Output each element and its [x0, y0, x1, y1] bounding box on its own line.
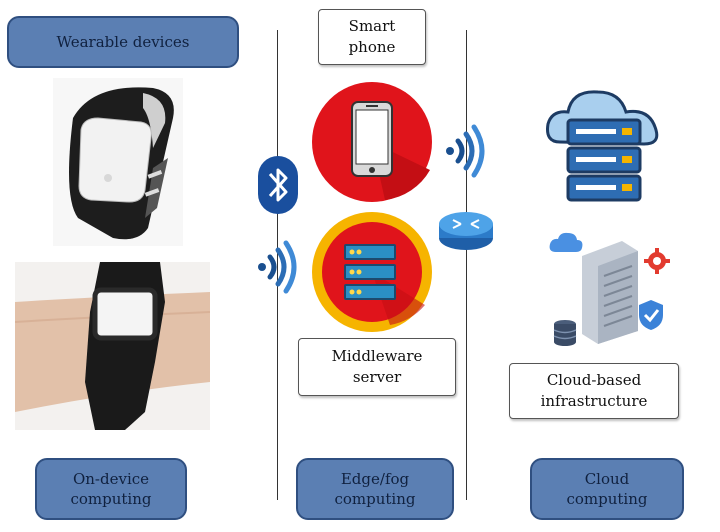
cloud-server-icon: [540, 82, 668, 212]
wireless-signal-icon: [442, 122, 488, 180]
cloud-infrastructure-label: Cloud-based infrastructure: [509, 363, 679, 419]
smartphone-icon: [310, 80, 434, 204]
shield-icon: [636, 298, 666, 332]
gear-icon: [644, 248, 670, 274]
separator-right: [466, 30, 467, 500]
wristband-on-arm-icon: [15, 262, 210, 430]
cloud-computing-label: Cloud computing: [530, 458, 684, 520]
middleware-server-label: Middleware server: [298, 338, 456, 396]
cloud-small-icon: [548, 230, 584, 256]
server-icon: [310, 210, 434, 334]
bluetooth-icon: [256, 154, 300, 216]
data-center-icon: [572, 236, 642, 346]
wireless-signal-icon: [254, 238, 300, 296]
smart-phone-label: Smart phone: [318, 9, 426, 65]
separator-left: [277, 30, 278, 500]
database-icon: [552, 318, 578, 348]
wristband-device-icon: [53, 78, 183, 246]
wearable-devices-label: Wearable devices: [7, 16, 239, 68]
router-icon: [437, 208, 495, 254]
on-device-computing-label: On-device computing: [35, 458, 187, 520]
edge-fog-computing-label: Edge/fog computing: [296, 458, 454, 520]
